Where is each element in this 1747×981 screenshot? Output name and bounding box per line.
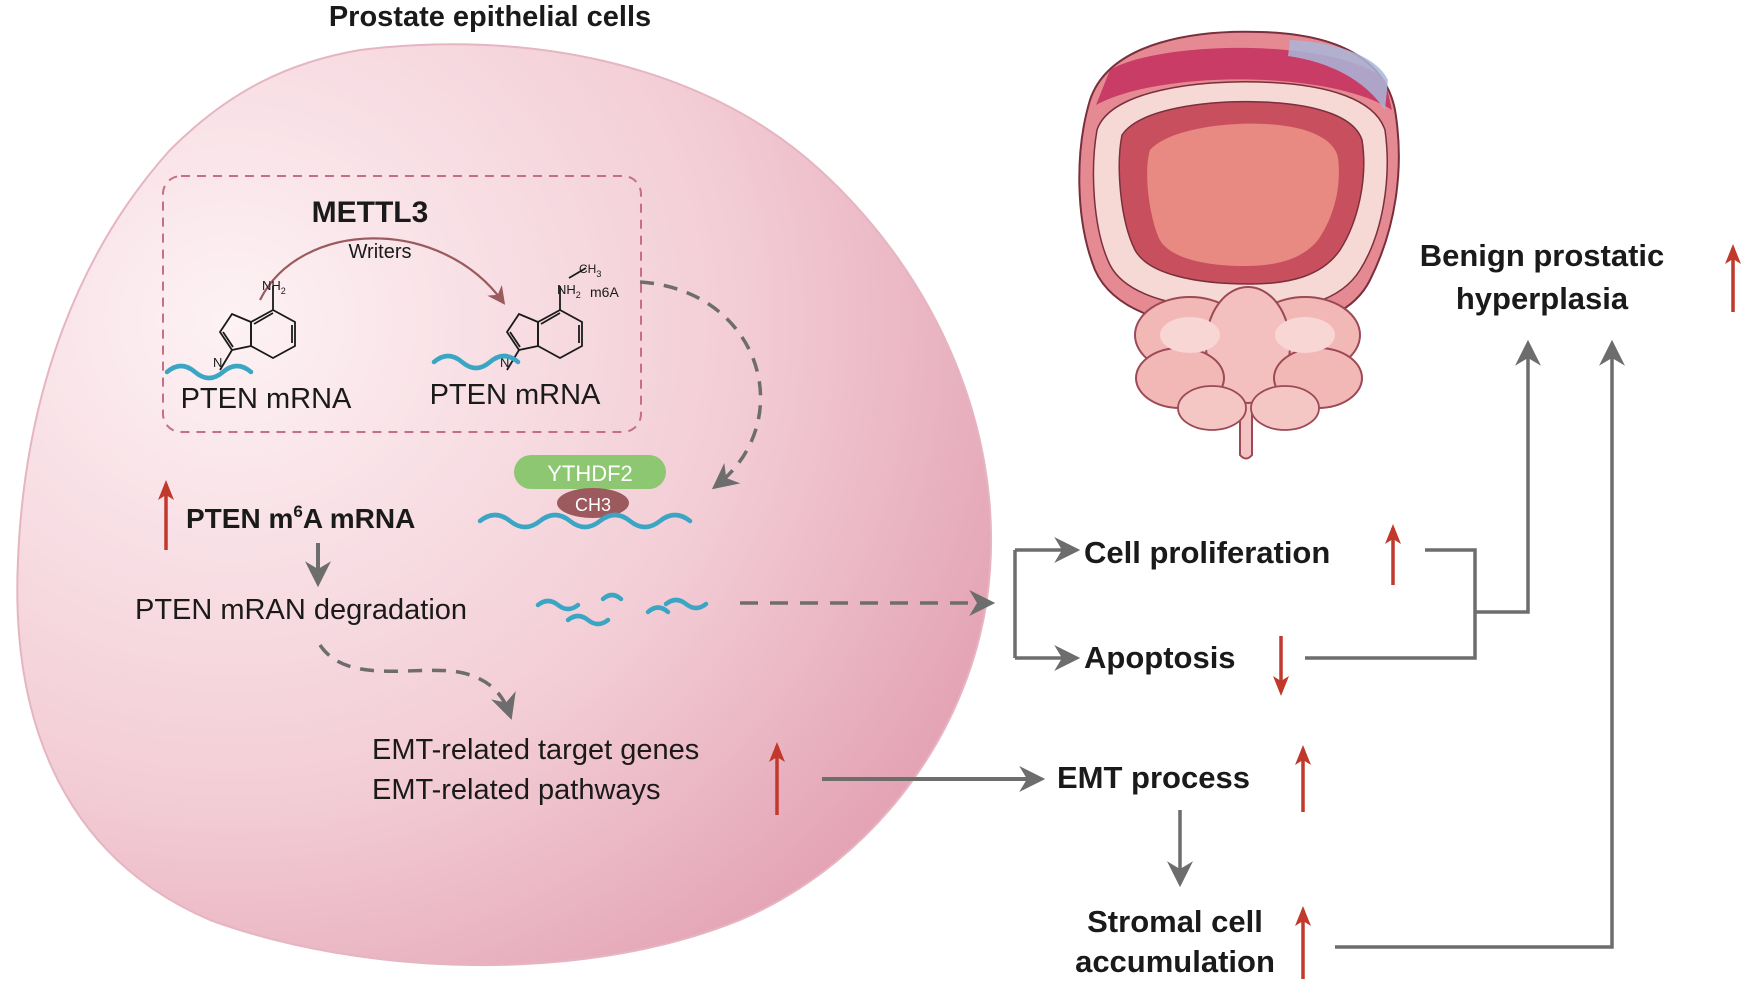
emt-process-label: EMT process (1057, 760, 1250, 795)
emt-pathways-label: EMT-related pathways (372, 774, 661, 806)
right-ch3-label: CH3 (579, 262, 601, 279)
ythdf2-label: YTHDF2 (547, 461, 633, 486)
writers-label: Writers (349, 241, 412, 263)
ch3-mark-badge (557, 488, 629, 518)
mrna-left-label: PTEN mRNA (181, 383, 352, 415)
right-mrna-strand (431, 353, 521, 371)
ch3-mark-label: CH3 (575, 495, 611, 515)
stromal-line2-label: accumulation (1075, 944, 1275, 979)
cell-title: Prostate epithelial cells (329, 1, 651, 33)
writer-box (162, 175, 642, 433)
bph-line2-label: hyperplasia (1456, 281, 1629, 316)
right-nh2-label: NH2 (557, 282, 581, 300)
ythdf2-reader-badge (514, 455, 666, 489)
methylated-mrna-strand (477, 512, 693, 530)
apoptosis-label: Apoptosis (1084, 640, 1236, 675)
m6a-label: m6A (590, 284, 619, 300)
pten-m6a-mrna-label: PTEN m6A mRNA (186, 502, 415, 534)
stromal-to-bph-arrow (1335, 339, 1625, 949)
merge-to-bph-arrow (1475, 339, 1541, 614)
enzyme-label: METTL3 (312, 196, 429, 229)
left-n-label: N (213, 355, 222, 370)
left-mrna-strand (164, 363, 254, 381)
adenine-structure-icon (218, 286, 296, 371)
degradation-to-emt-dashed-arrow (318, 644, 516, 720)
emt-target-genes-label: EMT-related target genes (372, 734, 699, 766)
right-n-label: N (500, 355, 509, 370)
degradation-label: PTEN mRAN degradation (135, 594, 467, 626)
m6a-to-reader-dashed-arrow (639, 280, 763, 490)
cell-proliferation-label: Cell proliferation (1084, 535, 1330, 570)
bph-line1-label: Benign prostatic (1420, 238, 1665, 273)
stromal-line1-label: Stromal cell (1087, 904, 1263, 939)
writers-arc-arrow (259, 237, 506, 305)
degraded-mrna-fragments (535, 592, 709, 627)
mrna-right-label: PTEN mRNA (430, 379, 601, 411)
left-nh2-label: NH2 (262, 278, 286, 296)
epithelial-cell-body (16, 43, 992, 966)
proliferation-apoptosis-merge-line (1305, 548, 1477, 660)
prostate-gland-illustration (1078, 30, 1400, 460)
